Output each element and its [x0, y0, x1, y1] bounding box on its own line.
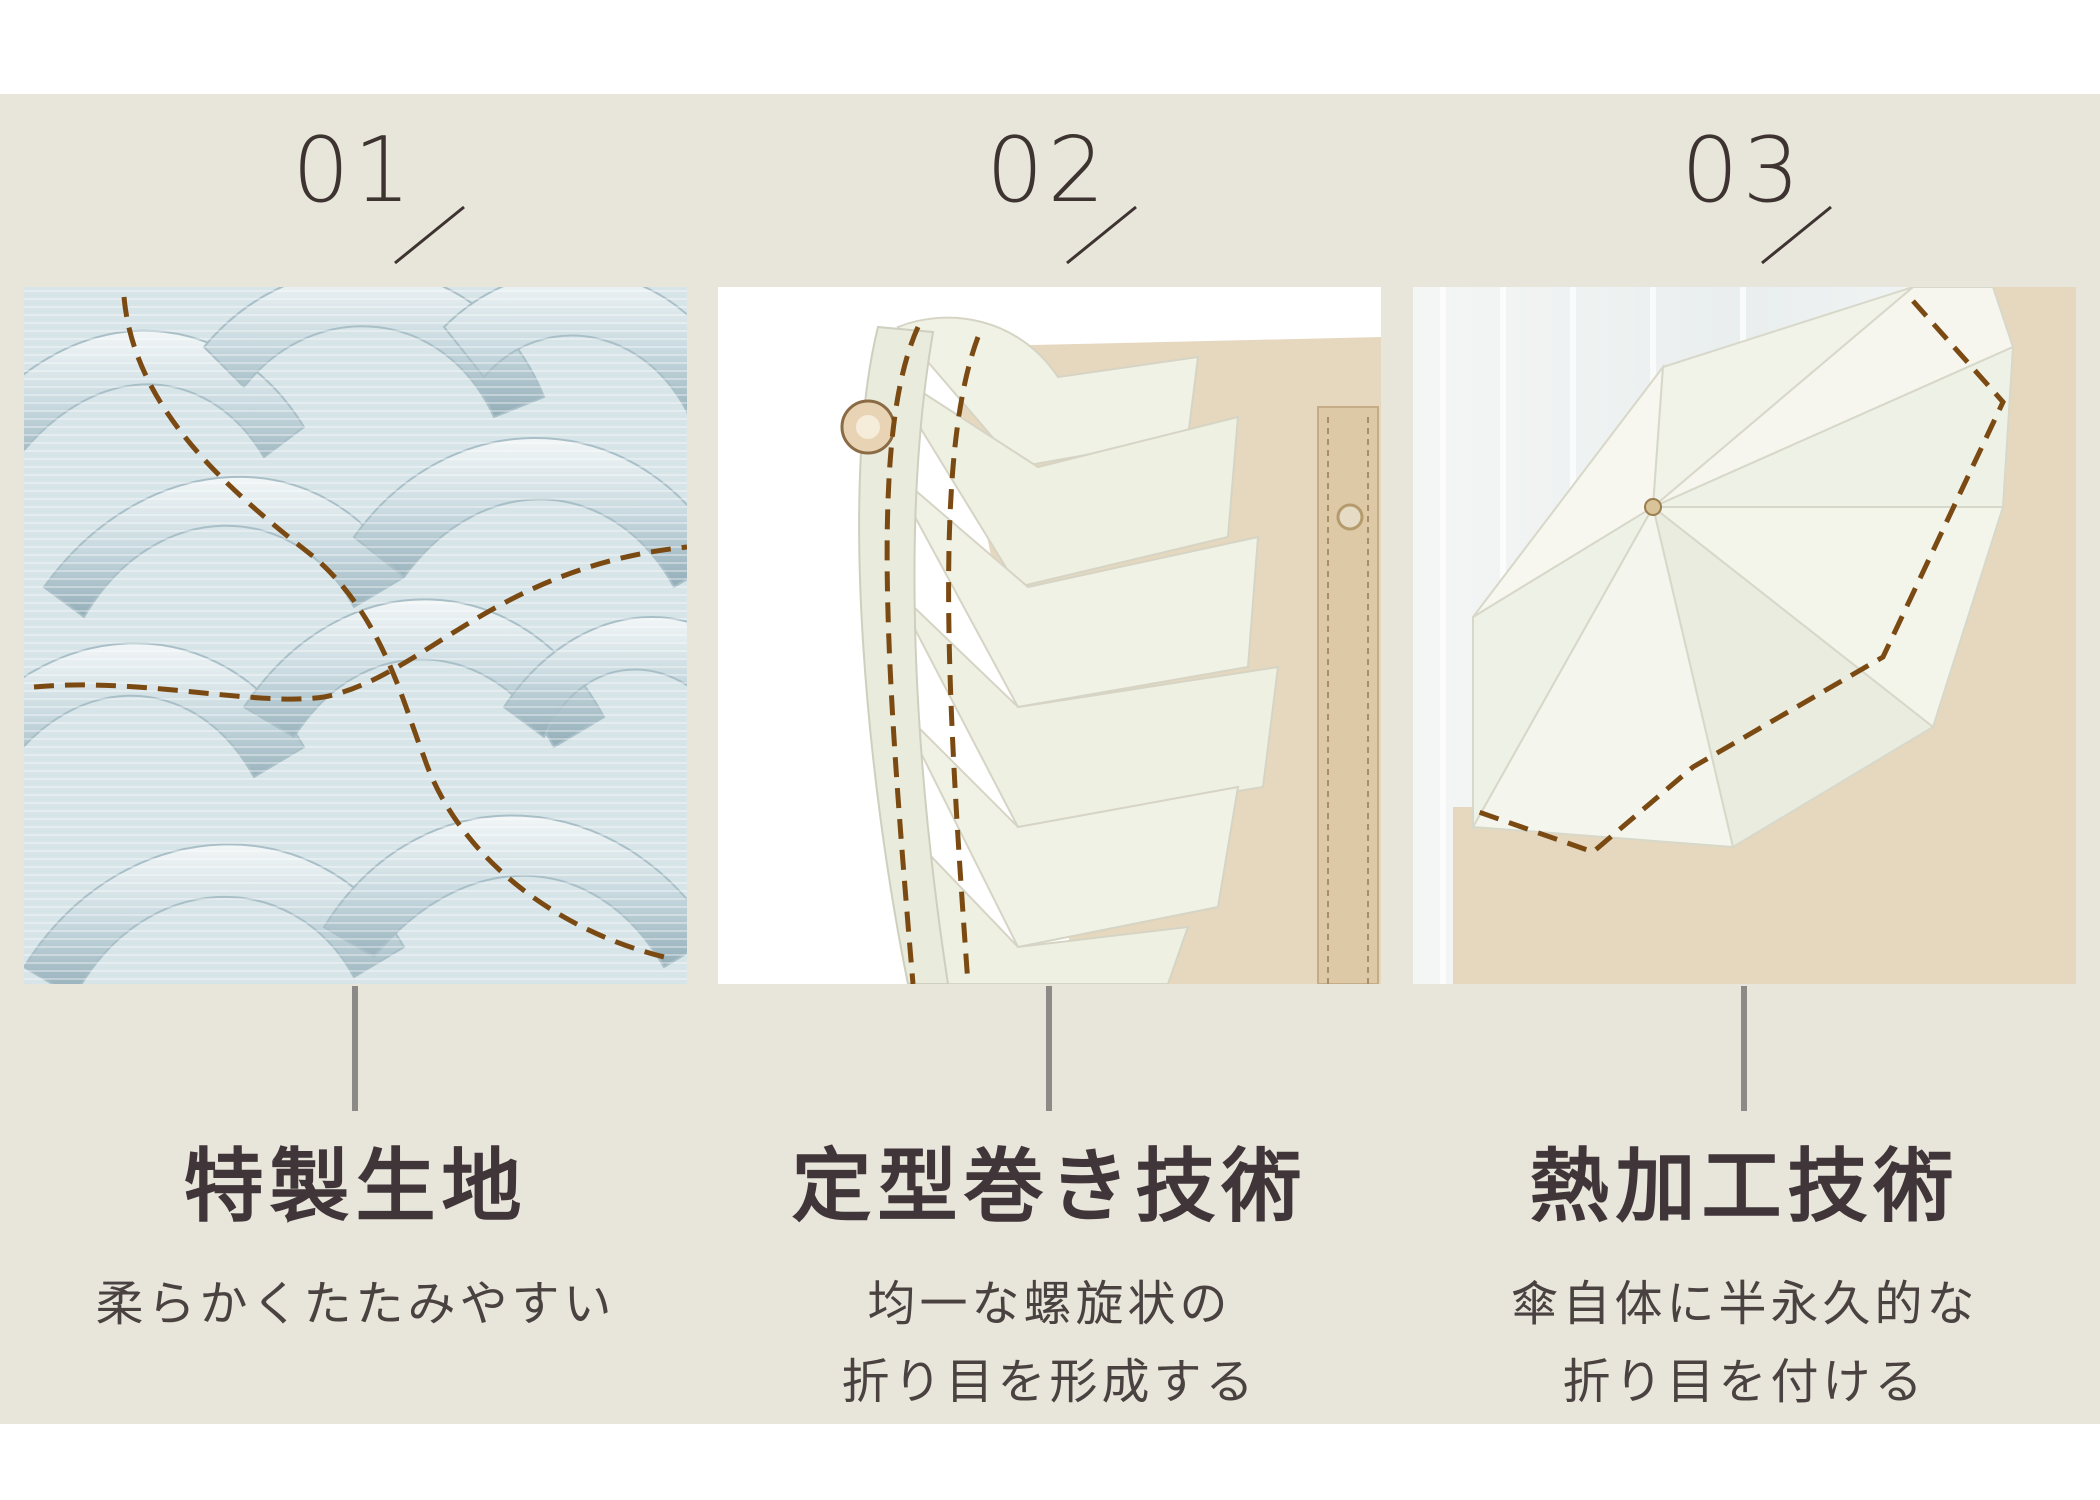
feature-title: 定型巻き技術: [791, 1140, 1308, 1233]
connector-line: [352, 986, 358, 1111]
feature-description-line: 均一な螺旋状の: [867, 1276, 1232, 1332]
connector-line: [1741, 986, 1747, 1111]
feature-description-line: 折り目を付ける: [1562, 1354, 1927, 1410]
feature-description: 均一な螺旋状の 折り目を形成する: [718, 1265, 1381, 1421]
feature-number: 01: [292, 118, 415, 223]
open-umbrella-image: [1413, 287, 2076, 984]
feature-01: 01: [24, 0, 687, 1500]
feature-number: 03: [1681, 118, 1804, 223]
feature-02: 02: [718, 0, 1381, 1500]
feature-description-line: 折り目を形成する: [841, 1354, 1258, 1410]
feature-title: 特製生地: [183, 1140, 528, 1233]
feature-description-line: 柔らかくたたみやすい: [95, 1276, 616, 1332]
feature-title: 熱加工技術: [1529, 1140, 1960, 1233]
feature-number: 02: [986, 118, 1109, 223]
fabric-weave-image: [24, 287, 687, 984]
feature-description-line: 傘自体に半永久的な: [1510, 1276, 1979, 1332]
folded-umbrella-image: [718, 287, 1381, 984]
feature-description: 傘自体に半永久的な 折り目を付ける: [1413, 1265, 2076, 1421]
feature-03: 03: [1413, 0, 2076, 1500]
connector-line: [1046, 986, 1052, 1111]
feature-description: 柔らかくたたみやすい: [24, 1265, 687, 1343]
